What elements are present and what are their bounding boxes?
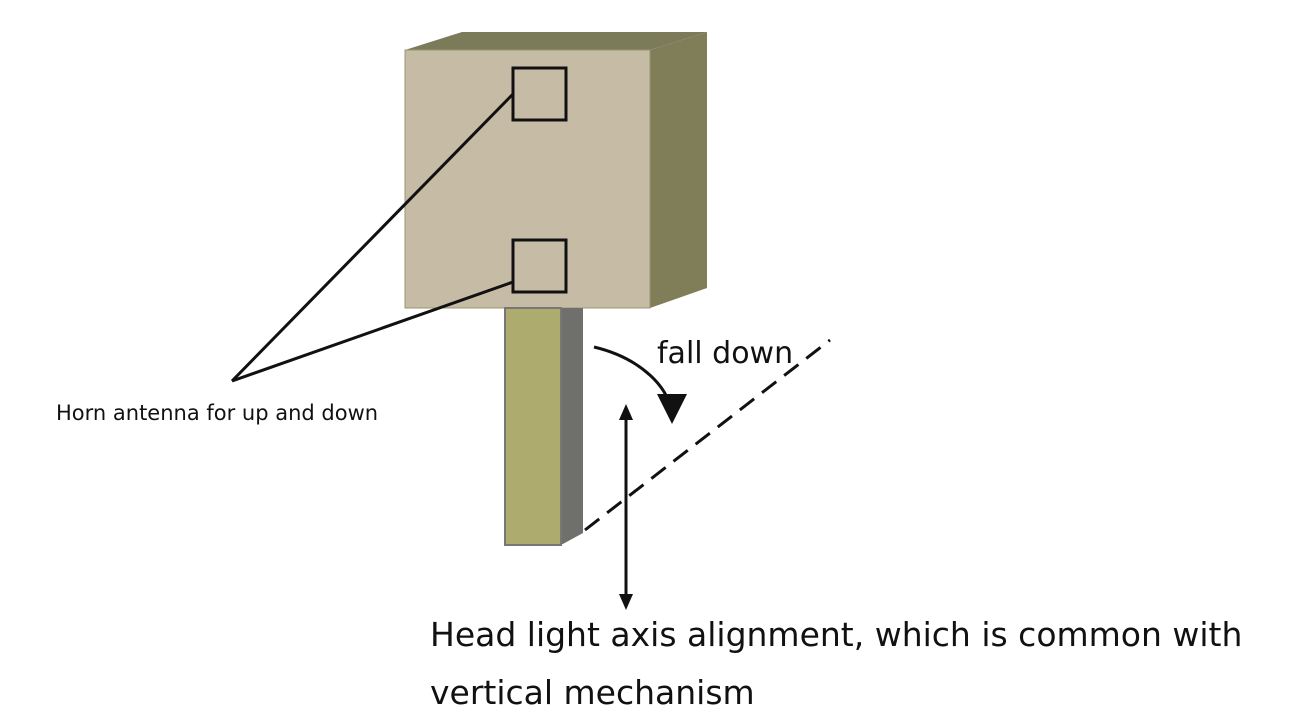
pole-front-face (504, 307, 562, 546)
fallen-position-dashed-line (584, 338, 831, 532)
horn-antenna-upper (511, 66, 568, 122)
antenna-box (404, 32, 707, 309)
horn-antenna-lower (511, 238, 568, 294)
box-front-face (404, 49, 651, 309)
leader-line-lower (231, 280, 514, 383)
mounting-pole (504, 307, 583, 546)
headlight-alignment-label: Head light axis alignment, which is comm… (430, 615, 1243, 712)
horn-antenna-label: Horn antenna for up and down (56, 401, 379, 425)
pole-side-face (561, 308, 583, 545)
vertical-arrow-head-bottom (619, 594, 633, 610)
fall-down-arrow (593, 345, 687, 424)
leader-line-upper (230, 92, 515, 383)
box-top-face (405, 32, 707, 50)
fall-down-label: fall down (657, 336, 794, 371)
vertical-arrow-head-top (619, 404, 633, 420)
box-right-face (650, 32, 707, 308)
